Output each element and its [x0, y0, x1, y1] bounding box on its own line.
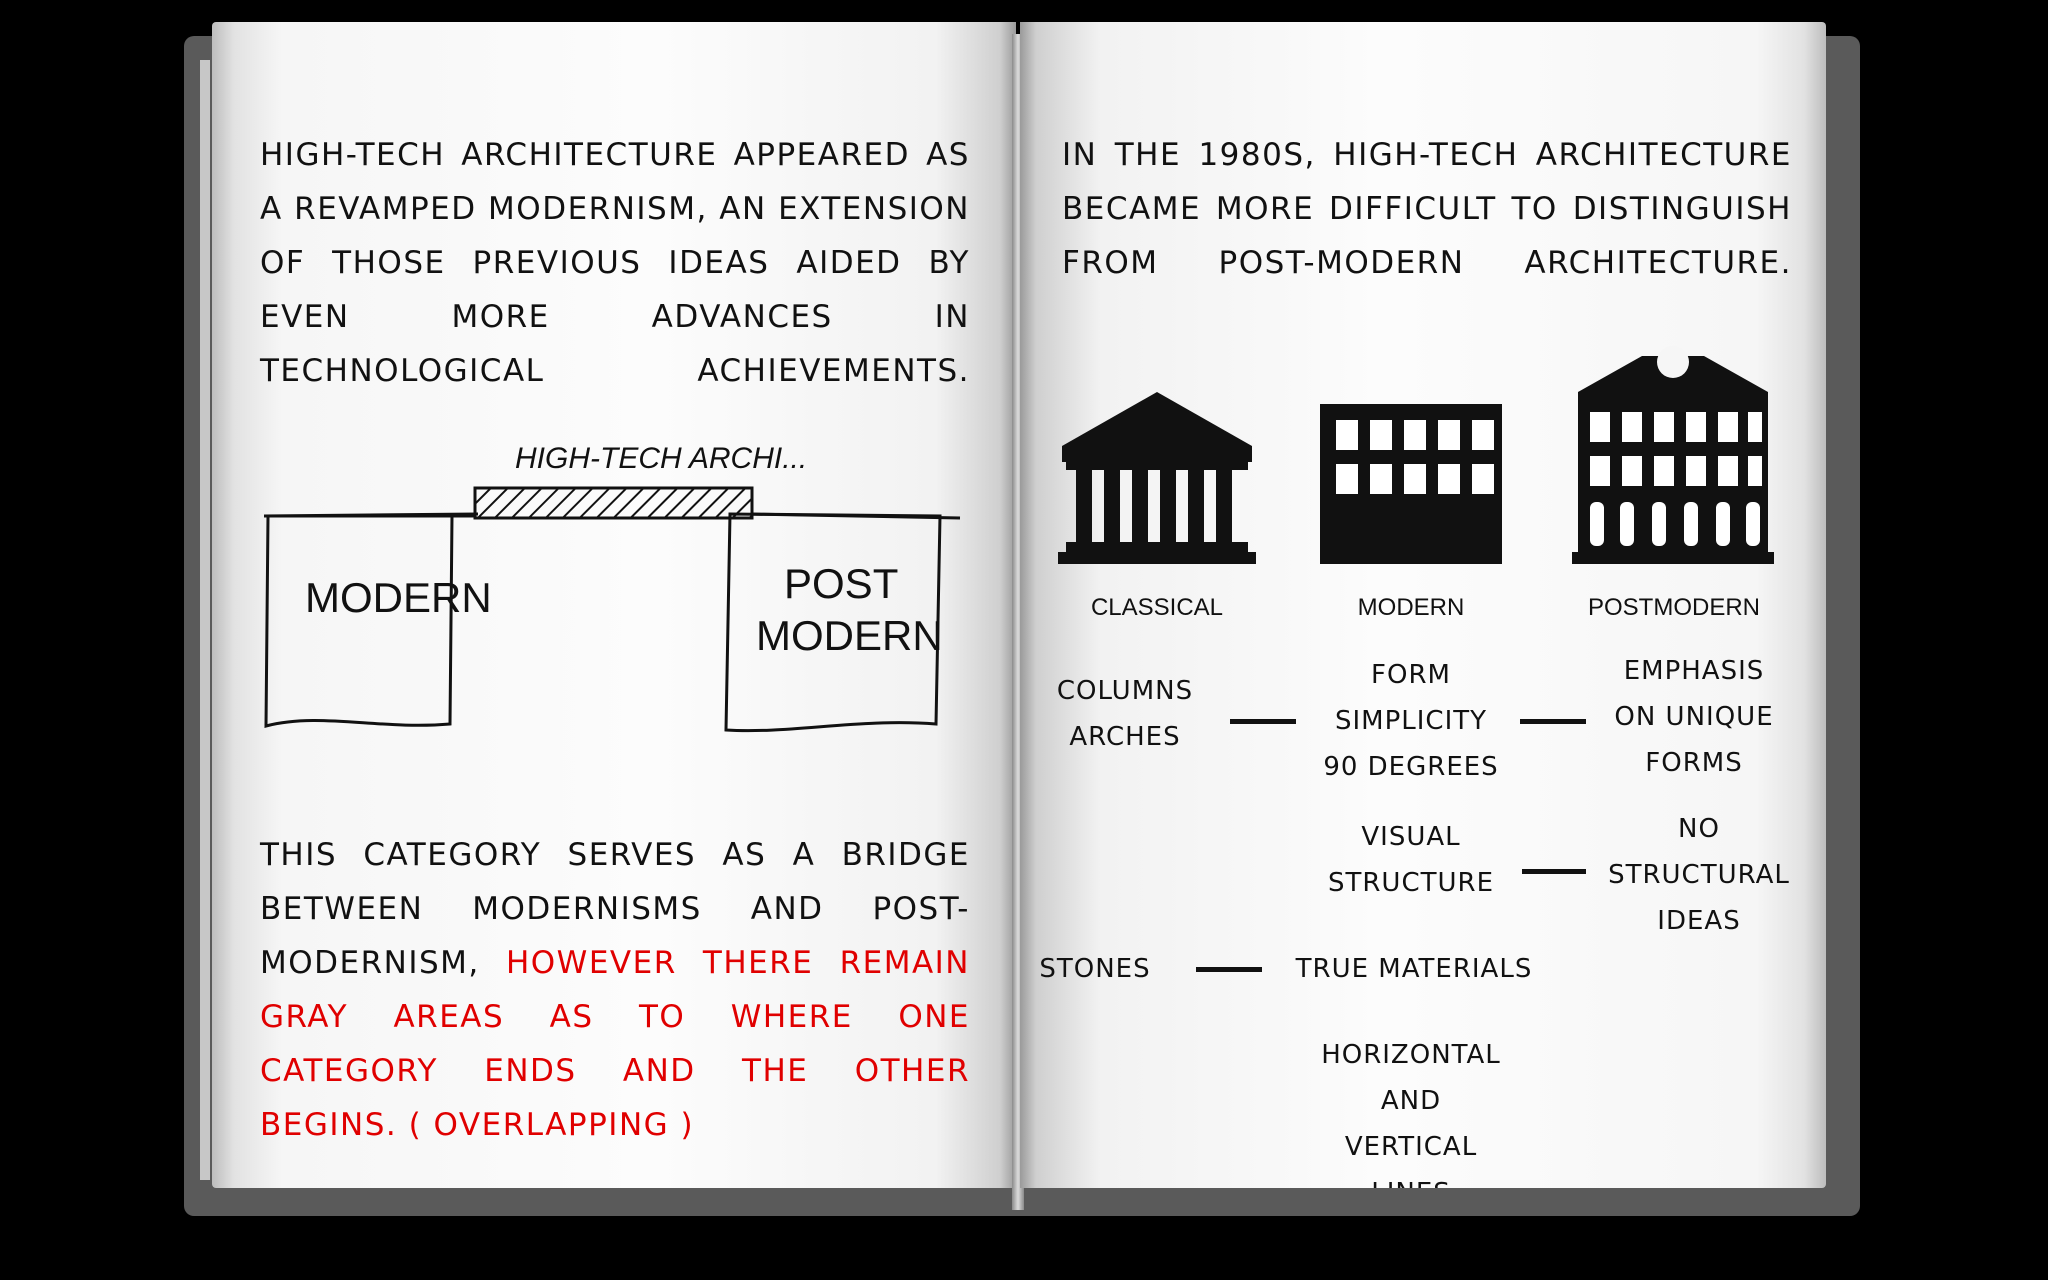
forms-text: FORMS: [1645, 748, 1743, 778]
simplicity-text: SIMPLICITY: [1334, 706, 1488, 736]
horizontal-text: HORIZONTAL: [1321, 1040, 1501, 1070]
bridge-text-black: THIS CATEGORY SERVES AS A BRIDGE BETWEEN…: [260, 837, 970, 981]
right-intro-text: IN THE 1980S, HIGH-TECH ARCHITECTURE BEC…: [1062, 128, 1792, 290]
postmodern-building-icon: [1572, 346, 1774, 564]
emphasis-text: EMPHASIS: [1623, 656, 1765, 686]
modern-postmodern-sketch: HIGH-TECH ARCHI... MODERN POST MODERN: [263, 442, 961, 733]
connector-dash: [1522, 869, 1586, 874]
columns-text: COLUMNS: [1056, 676, 1194, 706]
structure-text: STRUCTURE: [1327, 868, 1495, 898]
postmodern-box: [724, 512, 942, 733]
bridge-bar: [473, 486, 754, 520]
on-unique-text: ON UNIQUE: [1614, 702, 1774, 732]
vertical-text: VERTICAL: [1344, 1132, 1478, 1162]
modern-visual-structure: VISUAL STRUCTURE: [1288, 814, 1534, 906]
visual-text: VISUAL: [1361, 822, 1461, 852]
connector-dash: [1196, 967, 1262, 972]
postmodern-label-line2: MODERN: [756, 612, 943, 659]
and-text: AND: [1380, 1086, 1442, 1116]
postmodern-label-line1: POST: [784, 560, 898, 607]
stones-text: STONES: [1039, 954, 1151, 984]
bridge-text-red: HOWEVER THERE REMAIN GRAY AREAS AS TO WH…: [260, 945, 970, 1143]
connector-dash: [1520, 719, 1586, 724]
left-page: HIGH-TECH ARCHITECTURE APPEARED AS A REV…: [212, 22, 1016, 1188]
ideas-text: IDEAS: [1657, 906, 1741, 936]
form-text: FORM: [1371, 660, 1451, 690]
left-bridge-text: THIS CATEGORY SERVES AS A BRIDGE BETWEEN…: [260, 828, 970, 1152]
classical-stones: STONES: [1030, 946, 1160, 992]
postmodern-unique-forms: EMPHASIS ON UNIQUE FORMS: [1584, 648, 1804, 786]
no-text: NO: [1678, 814, 1720, 844]
page-edge-left: [200, 60, 210, 1180]
true-materials-text: TRUE MATERIALS: [1295, 954, 1533, 984]
left-intro-text: HIGH-TECH ARCHITECTURE APPEARED AS A REV…: [260, 128, 970, 398]
classical-building-icon: [1058, 392, 1256, 564]
modern-label: MODERN: [305, 574, 492, 621]
modern-horizontal-vertical-lines: HORIZONTAL AND VERTICAL LINES: [1288, 1032, 1534, 1188]
right-page: IN THE 1980S, HIGH-TECH ARCHITECTURE BEC…: [1020, 22, 1826, 1188]
bridge-label: HIGH-TECH ARCHI...: [515, 442, 807, 475]
left-intro-paragraph: HIGH-TECH ARCHITECTURE APPEARED AS A REV…: [260, 137, 970, 389]
postmodern-label: POSTMODERN: [1587, 594, 1760, 621]
lines-text: LINES: [1288, 1170, 1534, 1188]
classical-label: CLASSICAL: [1090, 594, 1224, 621]
right-intro-paragraph: IN THE 1980S, HIGH-TECH ARCHITECTURE BEC…: [1062, 137, 1792, 281]
modern-box: [264, 514, 475, 728]
modern-building-icon: [1320, 404, 1502, 564]
modern-label: MODERN: [1357, 594, 1465, 621]
ninety-degrees-text: 90 DEGREES: [1323, 752, 1499, 782]
connector-dash: [1230, 719, 1296, 724]
structural-text: STRUCTURAL: [1608, 860, 1790, 890]
classical-columns-arches: COLUMNS ARCHES: [1030, 668, 1220, 760]
modern-form-simplicity: FORM SIMPLICITY 90 DEGREES: [1288, 652, 1534, 790]
arches-text: ARCHES: [1069, 722, 1181, 752]
modern-true-materials: TRUE MATERIALS: [1264, 946, 1564, 992]
postmodern-no-structural-ideas: NO STRUCTURAL IDEAS: [1594, 806, 1804, 944]
